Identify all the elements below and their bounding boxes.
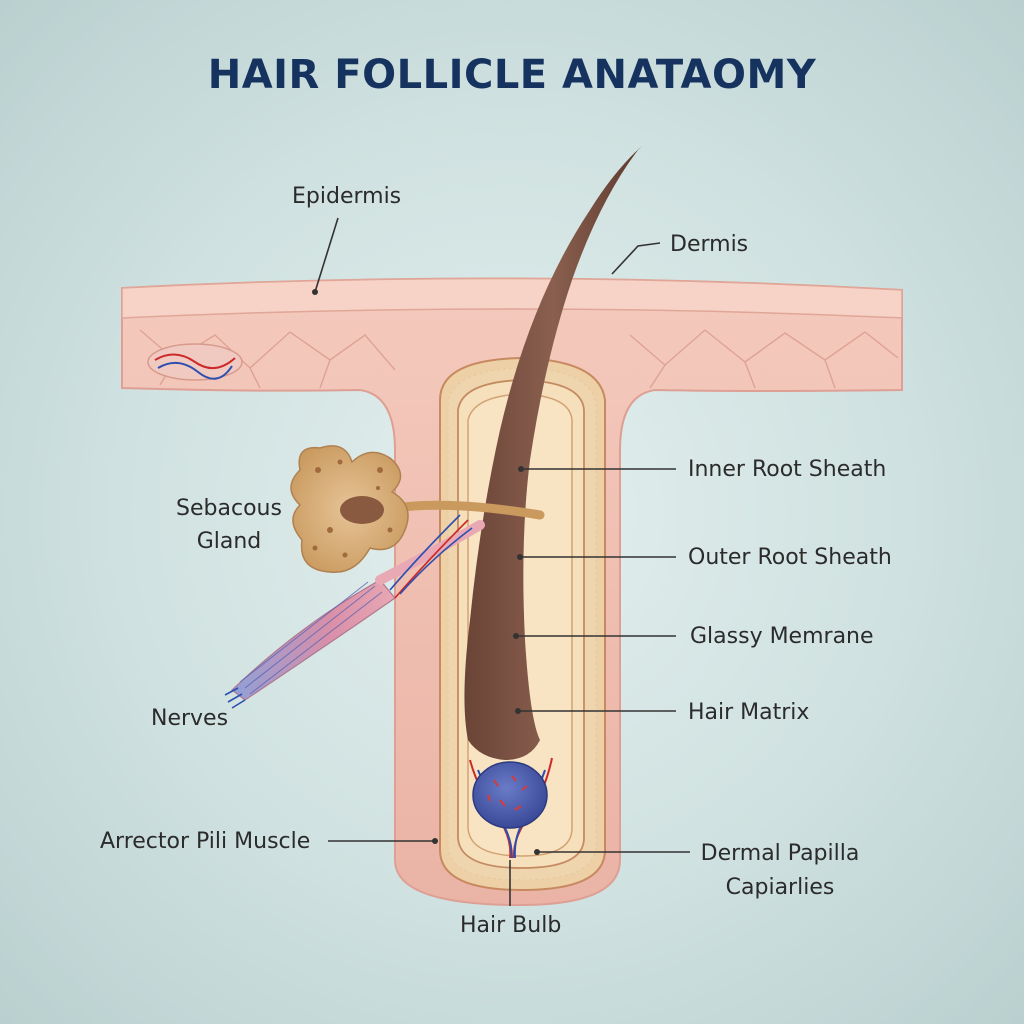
label-dermal-papilla-line2: Capiarlies: [725, 875, 835, 900]
leader-epidermis: [314, 217, 339, 293]
leader-dermis: [611, 242, 661, 275]
epidermis-band: [121, 277, 903, 319]
dermis-vessel: [147, 343, 243, 381]
leader-dots: [312, 289, 540, 855]
sebaceous-gland: [290, 445, 545, 574]
dermal-papilla: [469, 757, 553, 859]
leader-lines: [314, 217, 690, 906]
label-dermal-papilla-line1: Dermal Papilla: [700, 841, 860, 866]
page-title: HAIR FOLLICLE ANATAOMY: [207, 52, 817, 98]
label-nerves: Nerves: [151, 706, 229, 731]
label-glassy-membrane: Glassy Memrane: [690, 624, 874, 649]
label-inner-root-sheath: Inner Root Sheath: [688, 457, 887, 482]
label-hair-matrix: Hair Matrix: [688, 700, 810, 725]
label-arrector-pili-muscle: Arrector Pili Muscle: [100, 829, 311, 854]
label-hair-bulb: Hair Bulb: [460, 913, 562, 938]
label-dermis: Dermis: [670, 232, 749, 257]
label-epidermis: Epidermis: [292, 184, 402, 209]
label-sebaceous-gland-line1: Sebacous: [176, 496, 282, 521]
label-outer-root-sheath: Outer Root Sheath: [688, 545, 892, 570]
hair-shaft: [464, 146, 642, 760]
label-sebaceous-gland-line2: Gland: [196, 529, 262, 554]
nerve-fibers: [224, 514, 473, 709]
